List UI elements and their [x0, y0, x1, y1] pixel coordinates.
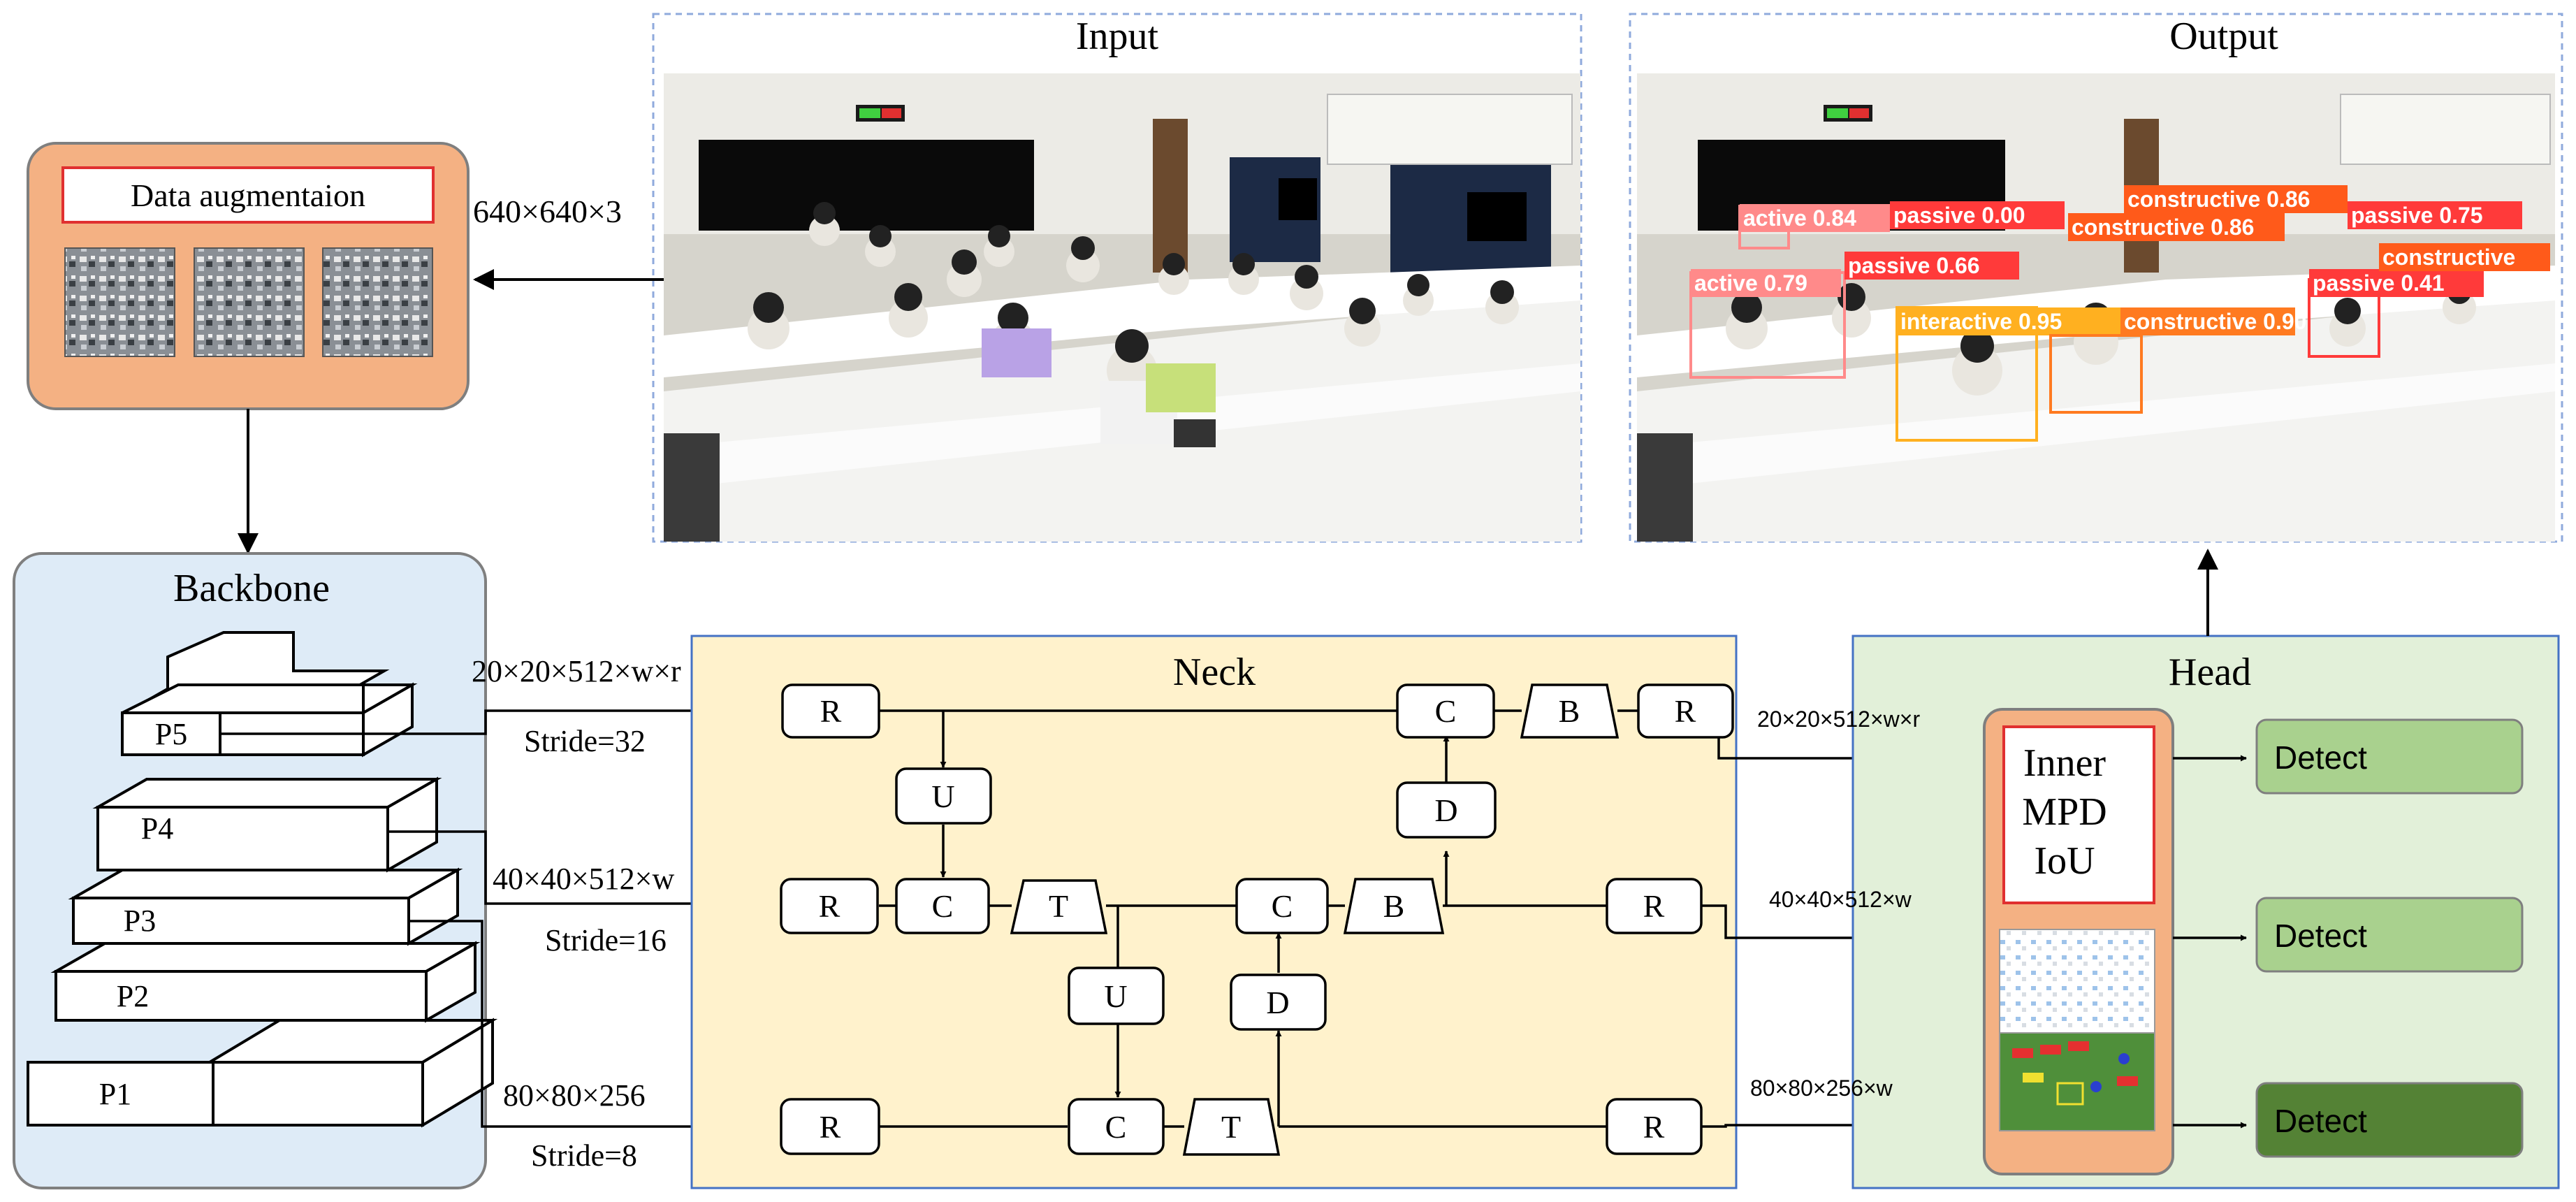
detection-label: active 0.79: [1694, 270, 1807, 296]
detection-overlays: active 0.84 passive 0.00 constructive 0.…: [1689, 185, 2550, 442]
head-panel: Head 20×20×512×w×r 40×40×512×w 80×80×256…: [1750, 549, 2560, 1189]
neck-block-label: R: [1643, 1109, 1665, 1145]
backbone-panel: Backbone P1 P2 P3 P4 P5: [13, 552, 498, 1189]
detect-label: Detect: [2274, 1103, 2367, 1139]
neck-block-u: [1068, 966, 1165, 1025]
neck-block-label: C: [1435, 693, 1457, 729]
detection-label: active 0.84: [1743, 205, 1856, 231]
detection-label: constructive 0.90: [2124, 309, 2306, 334]
neck-block-label: U: [1104, 978, 1127, 1014]
neck-block-r: [1606, 1098, 1703, 1155]
augmentation-title: Data augmentaion: [131, 178, 365, 213]
neck-block-label: R: [820, 1109, 841, 1145]
neck-block-label: C: [932, 888, 954, 924]
level-label-p4: P4: [141, 811, 173, 846]
input-classroom-photo: [664, 73, 1580, 542]
augmented-sample-thumbnail: [194, 247, 305, 357]
detect-head-1: [2255, 718, 2524, 795]
stride-label: Stride=32: [524, 724, 646, 758]
scale-dims-label: 20×20×512×w×r: [472, 654, 681, 688]
neck-block-r: [1606, 878, 1703, 934]
detect-label: Detect: [2274, 918, 2367, 954]
detection-label: passive 0.66: [1848, 253, 1980, 278]
output-panel: Output active 0.8: [1629, 13, 2563, 543]
detection-label: passive 0.00: [1893, 203, 2025, 228]
neck-block-c: [1235, 878, 1329, 934]
neck-block-label: C: [1272, 888, 1293, 924]
neck-block-b: [1343, 878, 1445, 934]
head-input-dims-label: 80×80×256×w: [1750, 1076, 1893, 1101]
level-label-p2: P2: [117, 979, 149, 1013]
detection-label: interactive 0.95: [1900, 309, 2062, 334]
neck-block-c: [1396, 683, 1495, 739]
detection-label: passive 0.75: [2351, 203, 2483, 228]
output-title: Output: [2169, 15, 2278, 58]
neck-block-label: T: [1049, 888, 1068, 924]
neck-block-label: R: [1643, 888, 1665, 924]
level-label-p5: P5: [155, 717, 187, 751]
neck-block-t: [1182, 1098, 1281, 1156]
neck-block-r: [781, 683, 880, 739]
detect-head-3: [2255, 1082, 2524, 1158]
detection-label: constructive 0.86: [2127, 187, 2310, 212]
neck-block-d: [1396, 781, 1497, 839]
neck-block-label: C: [1105, 1109, 1127, 1145]
detection-label: constructive: [2382, 245, 2515, 270]
head-input-dims-label: 40×40×512×w: [1769, 887, 1912, 912]
neck-block-label: R: [820, 693, 842, 729]
neck-block-label: T: [1221, 1109, 1241, 1145]
neck-block-r: [780, 1098, 880, 1155]
neck-block-label: D: [1266, 985, 1289, 1020]
neck-block-label: R: [1675, 693, 1696, 729]
loss-name-line: Inner: [2023, 741, 2106, 785]
neck-block-b: [1520, 683, 1620, 739]
augmentation-block: Data augmentaion: [27, 142, 470, 410]
field-detection-image: [1999, 1032, 2155, 1131]
neck-block-r: [780, 878, 879, 934]
neck-block-u: [895, 767, 992, 825]
level-label-p3: P3: [124, 904, 156, 938]
head-input-dims-label: 20×20×512×w×r: [1757, 707, 1920, 732]
detect-label: Detect: [2274, 739, 2367, 776]
input-size-label: 640×640×3: [473, 194, 622, 229]
neck-block-d: [1230, 973, 1327, 1031]
stride-label: Stride=16: [545, 923, 667, 957]
neck-block-label: B: [1383, 888, 1405, 924]
input-title: Input: [1076, 15, 1159, 58]
neck-title: Neck: [1173, 651, 1256, 694]
detection-label: passive 0.41: [2313, 270, 2445, 296]
neck-block-c: [1068, 1098, 1165, 1155]
augmented-sample-thumbnail: [322, 247, 433, 357]
augmented-sample-thumbnail: [64, 247, 175, 357]
head-title: Head: [2169, 651, 2251, 694]
level-label-p1: P1: [99, 1077, 131, 1111]
neck-block-c: [895, 878, 990, 934]
neck-panel: Neck: [690, 635, 1991, 1189]
scale-dims-label: 80×80×256: [503, 1078, 646, 1113]
input-panel: Input: [652, 13, 1582, 543]
neck-block-r: [1637, 683, 1734, 739]
backbone-title: Backbone: [173, 567, 330, 610]
loss-name-line: MPD: [2022, 790, 2106, 834]
neck-block-t: [1010, 879, 1108, 934]
backbone-neck-connectors: [220, 707, 776, 1130]
iou-illustration-image: [1999, 929, 2155, 1035]
stride-label: Stride=8: [531, 1138, 637, 1173]
scale-dims-label: 40×40×512×w: [493, 862, 674, 896]
neck-block-label: R: [819, 888, 841, 924]
detect-head-2: [2255, 897, 2524, 973]
loss-name-line: IoU: [2034, 839, 2095, 883]
detection-label: constructive 0.86: [2072, 215, 2254, 240]
neck-block-label: D: [1434, 792, 1457, 828]
neck-block-label: B: [1559, 693, 1580, 729]
neck-block-label: U: [931, 779, 954, 814]
